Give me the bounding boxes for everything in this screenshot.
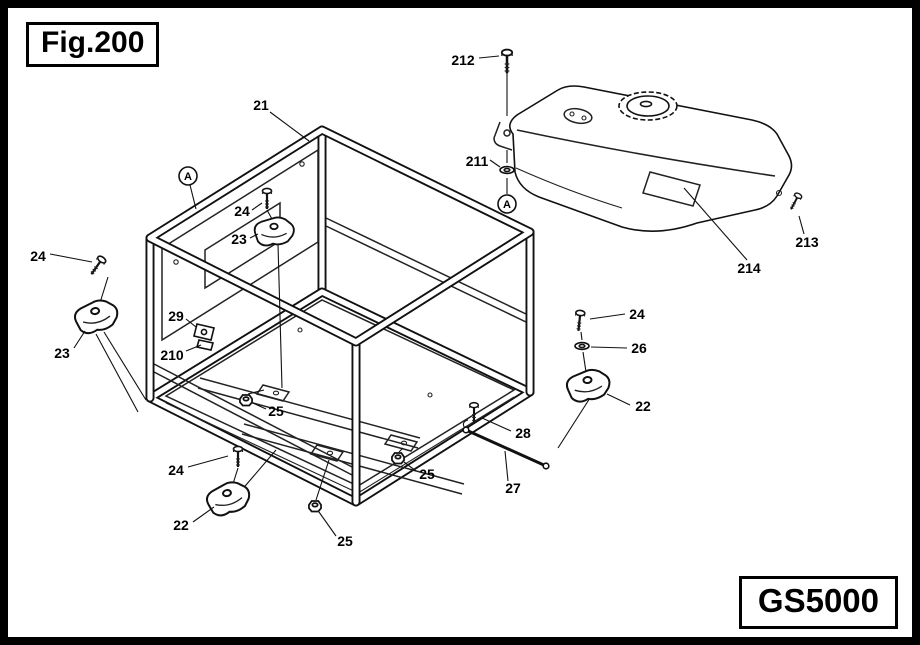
tank-gauge-icon bbox=[563, 107, 593, 125]
nut-25-a bbox=[239, 394, 253, 407]
frame-mid-rail bbox=[325, 217, 527, 323]
callout-24-left: 24 bbox=[30, 248, 46, 264]
callout-26: 26 bbox=[631, 340, 647, 356]
frame-front-rail bbox=[153, 363, 355, 477]
callout-29: 29 bbox=[168, 308, 184, 324]
frame-base-deck bbox=[164, 299, 516, 495]
clip-29 bbox=[193, 323, 215, 341]
nut-25-b bbox=[391, 452, 405, 465]
tank-tab-hole-right bbox=[775, 189, 783, 197]
callout-23-left: 23 bbox=[54, 345, 70, 361]
callout-labels: 212 211 213 214 21 24 23 24 23 29 210 25… bbox=[30, 52, 819, 549]
callout-24-right: 24 bbox=[629, 306, 645, 322]
callout-22-right: 22 bbox=[635, 398, 651, 414]
engine-rail-1 bbox=[197, 377, 421, 449]
leader-lines bbox=[49, 55, 805, 537]
tank-mount-tab-left bbox=[493, 121, 513, 151]
plate-210 bbox=[195, 339, 215, 351]
callout-212: 212 bbox=[451, 52, 475, 68]
callout-210: 210 bbox=[160, 347, 184, 363]
mount-23-top bbox=[253, 216, 295, 247]
callout-211: 211 bbox=[466, 153, 489, 169]
tank-top-crease bbox=[516, 129, 776, 177]
mount-22-bottom bbox=[203, 478, 254, 519]
model-label: GS5000 bbox=[757, 582, 879, 619]
bolt-24-top bbox=[261, 187, 273, 211]
tank-bottom-crease bbox=[515, 167, 623, 209]
callout-25-b: 25 bbox=[419, 466, 435, 482]
callout-25-a: 25 bbox=[268, 403, 284, 419]
callout-21: 21 bbox=[253, 97, 269, 113]
mount-22-right bbox=[564, 367, 613, 404]
marker-a-frame-label: A bbox=[184, 171, 192, 183]
figure-label-box: Fig.200 bbox=[26, 22, 160, 67]
callout-27: 27 bbox=[505, 480, 521, 496]
mount-pad-3 bbox=[309, 444, 345, 462]
generator-frame bbox=[145, 125, 535, 507]
model-label-box: GS5000 bbox=[738, 576, 898, 629]
nut-25-c bbox=[308, 500, 322, 513]
marker-a-tank-label: A bbox=[503, 199, 511, 211]
fuel-cap-icon bbox=[618, 91, 678, 121]
mount-pad-2 bbox=[383, 434, 419, 452]
bolt-24-left bbox=[86, 253, 108, 278]
loose-parts bbox=[71, 48, 804, 519]
callout-22-bottom: 22 bbox=[173, 517, 189, 533]
figure-label: Fig.200 bbox=[41, 26, 145, 59]
callout-25-c: 25 bbox=[337, 533, 353, 549]
callout-213: 213 bbox=[795, 234, 819, 250]
tank-tab-hole bbox=[503, 129, 511, 137]
bolt-24-bottom bbox=[232, 445, 244, 469]
assembly-lines bbox=[95, 72, 591, 501]
callout-28: 28 bbox=[515, 425, 531, 441]
rod-27 bbox=[462, 419, 550, 470]
bolt-212 bbox=[500, 48, 514, 75]
callout-24-top: 24 bbox=[234, 203, 250, 219]
marker-a-frame: A bbox=[178, 166, 198, 186]
bolt-24-right bbox=[572, 308, 587, 333]
bolt-213 bbox=[786, 191, 804, 212]
washer-26 bbox=[574, 341, 590, 351]
callout-24-bottom: 24 bbox=[168, 462, 184, 478]
tank-plate-214 bbox=[642, 171, 701, 207]
callout-23-top: 23 bbox=[231, 231, 247, 247]
washer-211 bbox=[499, 165, 515, 175]
callout-214: 214 bbox=[737, 260, 761, 276]
mount-23-left bbox=[71, 296, 122, 337]
marker-a-tank: A bbox=[497, 194, 517, 214]
fuel-tank bbox=[493, 85, 793, 232]
